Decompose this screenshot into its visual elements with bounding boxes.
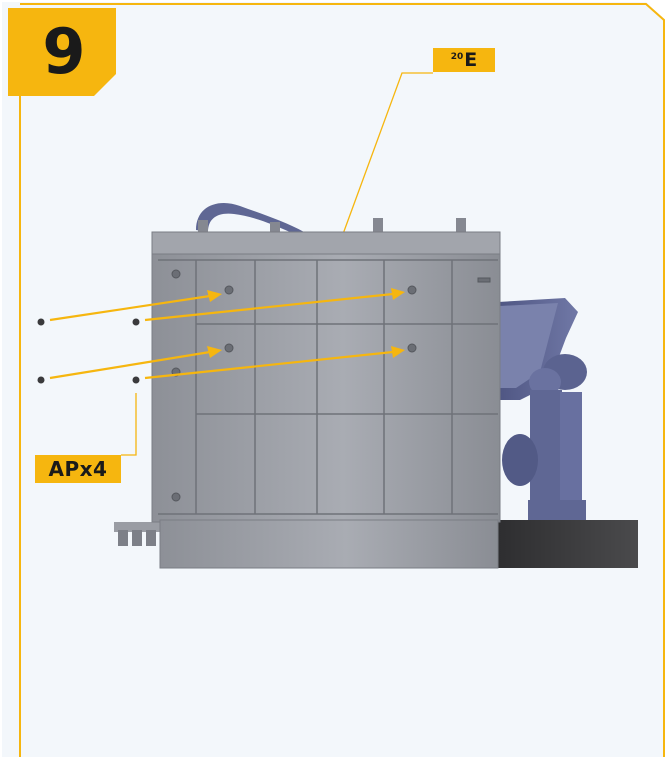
hull-top-rim xyxy=(151,231,501,255)
hull-lower xyxy=(159,519,499,569)
part-callout-top: 20 E xyxy=(433,48,495,72)
step-badge xyxy=(8,8,116,96)
step-number: 9 xyxy=(42,15,86,88)
hull-body xyxy=(151,231,501,523)
part-callout-top-prefix: 20 xyxy=(450,51,464,62)
top-pegs xyxy=(198,218,466,234)
turret-mount xyxy=(498,298,587,520)
part-callout-left: APx4 xyxy=(48,457,108,481)
callout-badge-left xyxy=(35,455,121,483)
side-studs xyxy=(114,522,160,546)
part-callout-top-part: E xyxy=(464,48,478,71)
callout-badge-top xyxy=(433,48,495,72)
callout-leader-top xyxy=(342,72,433,235)
base-plate xyxy=(498,520,638,568)
callout-leader-left xyxy=(121,393,137,456)
assembly-arrows xyxy=(49,288,405,380)
panel-frame xyxy=(20,3,665,757)
loose-parts xyxy=(37,318,140,384)
hull-panel-lines xyxy=(158,259,498,515)
